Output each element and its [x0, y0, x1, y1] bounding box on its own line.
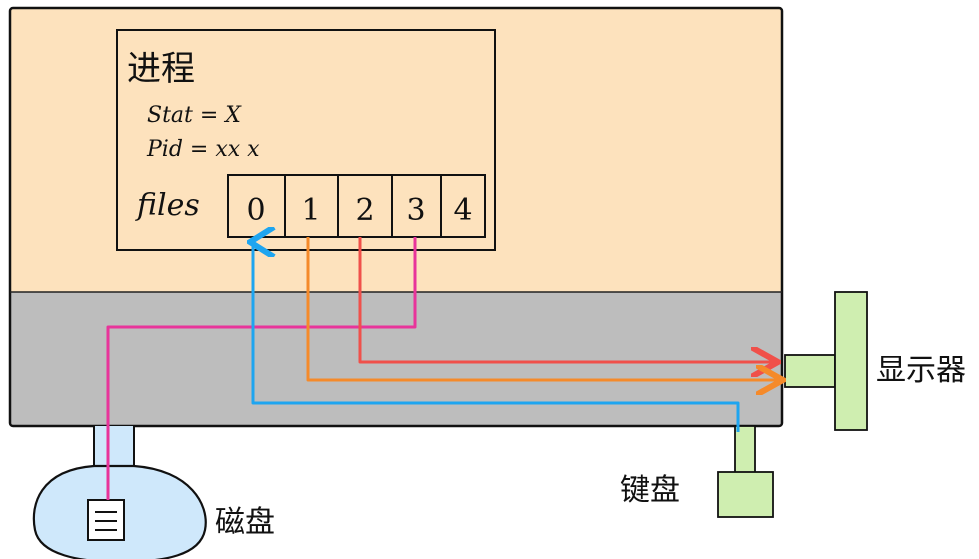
- keyboard-label: 键盘: [620, 473, 680, 508]
- fd-slot-4: 4: [453, 193, 472, 228]
- fd-slot-0: 0: [246, 193, 265, 228]
- kernel-space-region: [10, 292, 782, 426]
- fd-slot-1: 1: [301, 193, 320, 228]
- keyboard-to-fd0-line: [253, 242, 740, 432]
- keyboard-device: 键盘: [620, 425, 774, 518]
- disk-device: 磁盘: [32, 426, 275, 559]
- user-space-region: [10, 8, 782, 292]
- process-pid: Pid = xx x: [146, 137, 260, 162]
- process-stat: Stat = X: [147, 103, 242, 128]
- process-box: 进程 Stat = X Pid = xx x files 0 1 2 3 4: [116, 29, 496, 251]
- system-box: [8, 6, 784, 428]
- fd2-to-monitor-line: [358, 237, 775, 362]
- document-icon: [87, 499, 125, 541]
- disk-label: 磁盘: [215, 505, 275, 540]
- monitor-device: 显示器: [784, 291, 966, 431]
- fd-slot-3: 3: [406, 193, 425, 228]
- monitor-label: 显示器: [876, 353, 966, 388]
- process-title: 进程: [127, 49, 195, 89]
- fd-table: 0 1 2 3 4: [227, 174, 486, 238]
- fd3-to-disk-line: [106, 237, 417, 500]
- files-label: files: [135, 188, 200, 223]
- fd1-to-monitor-line: [306, 237, 780, 380]
- fd-slot-2: 2: [355, 193, 374, 228]
- connections: [106, 237, 780, 500]
